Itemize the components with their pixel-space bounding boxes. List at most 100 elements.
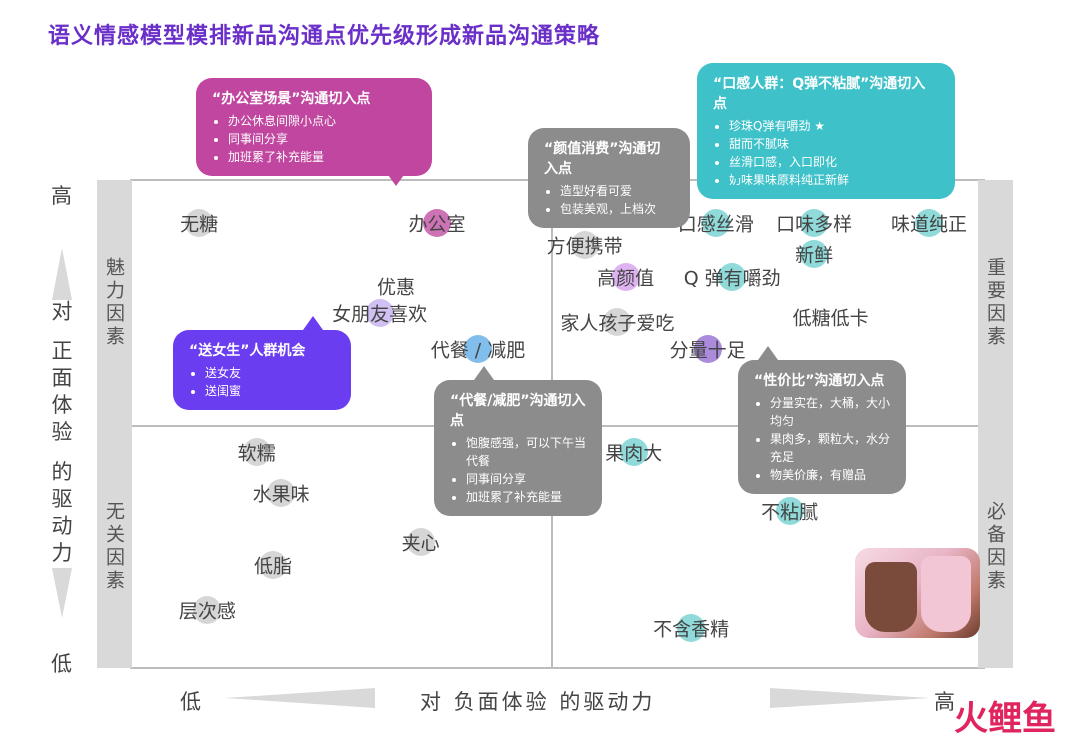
point-label: 优惠 bbox=[376, 276, 416, 298]
point-marker bbox=[464, 334, 492, 363]
annotation-bubble: “代餐/减肥”沟通切入点饱腹感强，可以下午当代餐同事间分享加班累了补充能量 bbox=[434, 366, 602, 516]
y-axis-low: 低 bbox=[51, 652, 72, 676]
point-label: 新鲜 bbox=[795, 244, 834, 267]
point-label: 办公室 bbox=[408, 213, 466, 235]
annotation-item: 加班累了补充能量 bbox=[466, 488, 586, 506]
x-axis-low: 低 bbox=[180, 690, 201, 714]
label-important-factor: 重要因素 bbox=[984, 257, 1006, 349]
y-axis-label: 对 正面体验 的驱动力 bbox=[49, 300, 73, 569]
point-label: 水果味 bbox=[252, 483, 310, 505]
point-label: 低糖低卡 bbox=[792, 307, 869, 330]
annotation-item: 果肉多，颗粒大，水分充足 bbox=[770, 430, 890, 466]
annotation-item: 送闺蜜 bbox=[205, 382, 335, 400]
annotation-item: 分量实在，大桶，大小均匀 bbox=[770, 394, 890, 430]
dessert-cup-right bbox=[921, 556, 971, 632]
annotation-list: 珍珠Q弹有嚼劲 ★甜而不腻味丝滑口感，入口即化奶味果味原料纯正新鲜 bbox=[713, 117, 939, 189]
annotation-list: 送女友送闺蜜 bbox=[189, 364, 335, 400]
point-marker bbox=[701, 208, 730, 237]
bubble-tail bbox=[303, 316, 323, 330]
y-arrow-up bbox=[52, 248, 72, 300]
annotation-bubble: “性价比”沟通切入点分量实在，大桶，大小均匀果肉多，颗粒大，水分充足物美价廉，有… bbox=[738, 346, 906, 494]
annotation-item: 甜而不腻味 bbox=[729, 135, 939, 153]
point-marker bbox=[775, 496, 804, 525]
bubble-tail bbox=[474, 366, 494, 380]
y-axis-high: 高 bbox=[51, 184, 72, 208]
point-marker bbox=[718, 262, 747, 291]
point-marker bbox=[423, 208, 451, 237]
y-arrow-down bbox=[52, 568, 72, 618]
point-marker bbox=[603, 307, 632, 336]
point-label: 低脂 bbox=[253, 555, 293, 577]
point-marker bbox=[611, 262, 640, 291]
quadrant-label-top-right: 重要因素 bbox=[978, 180, 1013, 426]
point-marker bbox=[185, 208, 214, 237]
point-label: 软糯 bbox=[237, 442, 276, 465]
x-arrow-left bbox=[225, 688, 375, 708]
point-marker bbox=[259, 550, 287, 579]
point-marker bbox=[267, 478, 296, 507]
x-axis-label: 对 负面体验 的驱动力 bbox=[420, 690, 656, 714]
annotation-bubble: “送女生”人群机会送女友送闺蜜 bbox=[173, 316, 351, 410]
point-marker bbox=[800, 240, 829, 268]
bubble-tail bbox=[758, 346, 778, 360]
annotation-item: 物美价廉，有赠品 bbox=[770, 466, 890, 484]
bubble-tail bbox=[386, 172, 406, 186]
point-marker bbox=[800, 208, 829, 237]
point-label: 果肉大 bbox=[605, 442, 663, 465]
annotation-item: 同事间分享 bbox=[466, 470, 586, 488]
point-label: 分量十足 bbox=[669, 339, 746, 361]
annotation-item: 珍珠Q弹有嚼劲 ★ bbox=[729, 117, 939, 135]
dessert-cup-left bbox=[865, 562, 917, 632]
annotation-title: “送女生”人群机会 bbox=[189, 343, 306, 359]
label-essential-factor: 必备因素 bbox=[984, 501, 1006, 593]
annotation-item: 奶味果味原料纯正新鲜 bbox=[729, 171, 939, 189]
point-marker bbox=[570, 231, 599, 259]
annotation-bubble: “颜值消费”沟通切入点造型好看可爱包装美观，上档次 bbox=[528, 128, 690, 228]
point-marker bbox=[619, 438, 648, 466]
point-label: 方便携带 bbox=[546, 235, 623, 258]
point-label: 口味多样 bbox=[776, 213, 853, 235]
annotation-item: 饱腹感强，可以下午当代餐 bbox=[466, 434, 586, 470]
annotation-item: 造型好看可爱 bbox=[560, 182, 674, 200]
watermark-logo: 火鲤鱼 bbox=[954, 699, 1056, 739]
label-irrelevant-factor: 无关因素 bbox=[103, 501, 125, 593]
point-label: 口感丝滑 bbox=[677, 213, 754, 235]
point-label: 无糖 bbox=[180, 213, 219, 235]
bubble-tail bbox=[646, 186, 666, 200]
annotation-list: 造型好看可爱包装美观，上档次 bbox=[544, 182, 674, 218]
page-title: 语义情感模型模排新品沟通点优先级形成新品沟通策略 bbox=[48, 24, 601, 49]
point-label: Q 弹有嚼劲 bbox=[683, 267, 781, 289]
annotation-item: 加班累了补充能量 bbox=[228, 148, 416, 166]
annotation-title: “颜值消费”沟通切入点 bbox=[544, 141, 661, 177]
point-label: 女朋友喜欢 bbox=[332, 303, 428, 325]
point-label: 不含香精 bbox=[653, 618, 730, 640]
point-label: 代餐 / 减肥 bbox=[430, 339, 526, 361]
point-label: 高颜值 bbox=[597, 267, 655, 289]
point-label: 夹心 bbox=[401, 532, 440, 555]
x-arrow-right bbox=[770, 688, 930, 708]
quadrant-label-bottom-right: 必备因素 bbox=[978, 426, 1013, 668]
annotation-list: 分量实在，大桶，大小均匀果肉多，颗粒大，水分充足物美价廉，有赠品 bbox=[754, 394, 890, 484]
point-marker bbox=[677, 613, 706, 642]
annotation-title: “代餐/减肥”沟通切入点 bbox=[450, 393, 586, 429]
annotation-item: 丝滑口感，入口即化 bbox=[729, 153, 939, 171]
quadrant-label-bottom-left: 无关因素 bbox=[97, 426, 132, 668]
dessert-illustration bbox=[855, 548, 980, 638]
point-marker bbox=[365, 298, 394, 327]
annotation-list: 饱腹感强，可以下午当代餐同事间分享加班累了补充能量 bbox=[450, 434, 586, 506]
annotation-title: “性价比”沟通切入点 bbox=[754, 373, 885, 389]
annotation-title: “口感人群：Q弹不粘腻”沟通切入点 bbox=[713, 76, 926, 112]
point-label: 层次感 bbox=[178, 600, 236, 622]
point-label: 不粘腻 bbox=[761, 501, 819, 523]
point-label: 家人孩子爱吃 bbox=[560, 312, 675, 334]
point-marker bbox=[915, 208, 943, 237]
point-marker bbox=[406, 528, 435, 556]
quadrant-label-top-left: 魅力因素 bbox=[97, 180, 132, 426]
annotation-bubble: “口感人群：Q弹不粘腻”沟通切入点珍珠Q弹有嚼劲 ★甜而不腻味丝滑口感，入口即化… bbox=[697, 63, 955, 199]
annotation-title: “办公室场景”沟通切入点 bbox=[212, 91, 371, 107]
annotation-item: 送女友 bbox=[205, 364, 335, 382]
annotation-item: 同事间分享 bbox=[228, 130, 416, 148]
point-label: 味道纯正 bbox=[890, 213, 968, 235]
annotation-item: 包装美观，上档次 bbox=[560, 200, 674, 218]
label-charm-factor: 魅力因素 bbox=[103, 257, 125, 349]
